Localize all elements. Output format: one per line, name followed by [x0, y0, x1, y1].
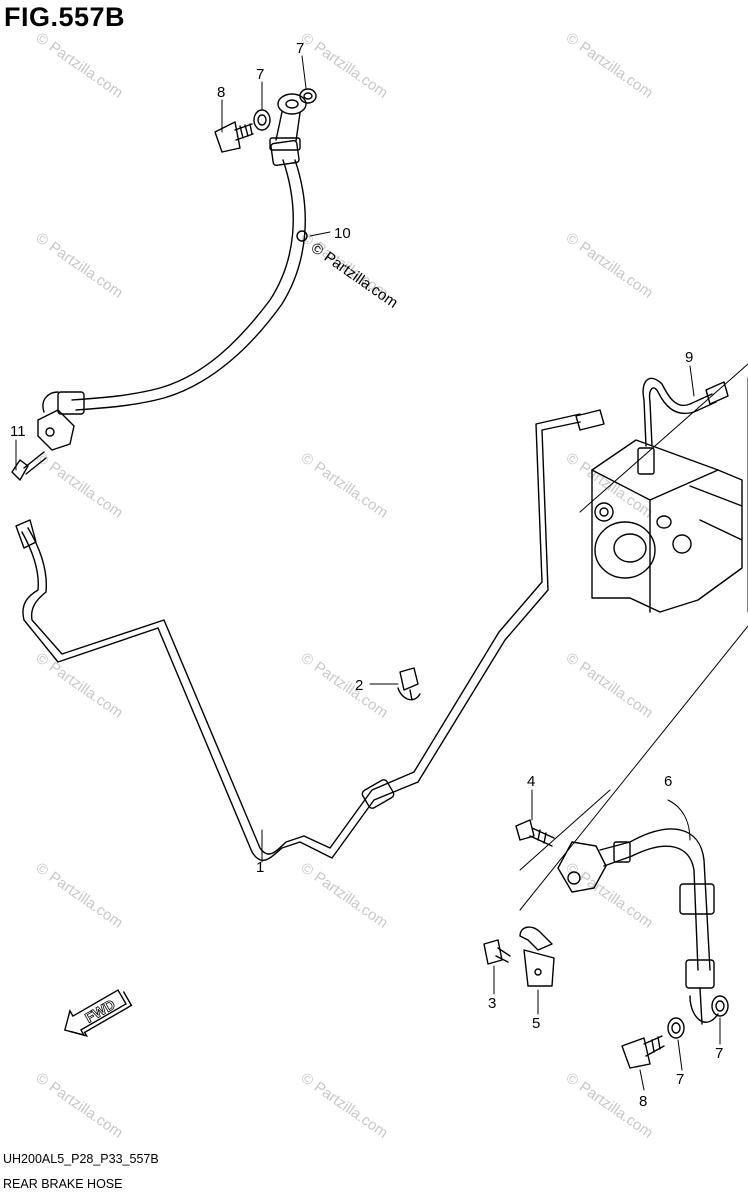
callout-6: 6	[664, 773, 672, 790]
grommet-clip	[397, 667, 421, 701]
callout-8: 8	[639, 1093, 647, 1110]
watermark-symbol: ©	[563, 29, 582, 49]
watermark-text: Partzilla.com	[46, 659, 126, 722]
figure-title: FIG.557B	[4, 2, 126, 32]
callout-5: 5	[532, 1015, 540, 1032]
banjo-bolt-top	[214, 121, 254, 153]
banjo-bolt-bottom	[621, 1035, 665, 1069]
clip-icon	[296, 230, 308, 242]
watermark-symbol: ©	[33, 859, 52, 879]
callout-8: 8	[217, 84, 225, 101]
watermark-text: Partzilla.com	[576, 659, 656, 722]
washer-icon	[667, 1017, 685, 1039]
washer-icon	[257, 114, 267, 126]
watermark-symbol: ©	[298, 649, 317, 669]
banjo-fitting-top	[269, 93, 307, 151]
callout-2: 2	[355, 677, 363, 694]
watermark-text: Partzilla.com	[576, 869, 656, 932]
brake-pipe	[15, 409, 605, 862]
watermark-symbol: ©	[298, 1069, 317, 1089]
detail-view-outline	[519, 363, 748, 911]
rear-brake-hose	[557, 828, 719, 1025]
leader-lines	[15, 55, 721, 1091]
callout-4: 4	[527, 773, 535, 790]
callout-9: 9	[685, 349, 693, 366]
washer-icon	[711, 995, 729, 1017]
watermark-text: Partzilla.com	[311, 1079, 391, 1142]
watermark-text: Partzilla.com	[311, 459, 391, 522]
abs-modulator-unit	[591, 439, 743, 613]
washer-icon	[671, 1022, 681, 1034]
callout-7: 7	[715, 1045, 723, 1062]
callout-7: 7	[296, 40, 304, 57]
watermark-text: Partzilla.com	[46, 1079, 126, 1142]
watermark-text: Partzilla.com	[576, 39, 656, 102]
watermark-symbol: ©	[563, 229, 582, 249]
watermark-symbol: ©	[298, 449, 317, 469]
washer-icon	[299, 88, 317, 104]
bracket-icon	[519, 926, 555, 987]
watermark-text: Partzilla.com	[46, 239, 126, 302]
callout-1: 1	[256, 859, 264, 876]
washer-icon	[253, 109, 271, 131]
figure-code: UH200AL5_P28_P33_557B	[3, 1152, 159, 1166]
washer-icon	[715, 1000, 725, 1012]
watermark-text: Partzilla.com	[46, 39, 126, 102]
callout-11: 11	[10, 423, 26, 440]
inline-watermark: © Partzilla.com	[308, 239, 401, 311]
washer-icon	[303, 92, 313, 100]
brake-pipe-abs	[642, 377, 729, 447]
watermark-symbol: ©	[563, 449, 582, 469]
watermark-text: Partzilla.com	[311, 869, 391, 932]
watermark-text: Partzilla.com	[576, 239, 656, 302]
watermark-text: Partzilla.com	[576, 459, 656, 522]
callout-10: 10	[334, 225, 351, 242]
figure-name: REAR BRAKE HOSE	[3, 1177, 123, 1191]
watermark-symbol: ©	[563, 649, 582, 669]
callout-labels: 8 7 7 10 11 9 2 1 4 6 3 5 8 7 7	[10, 40, 723, 1110]
watermark-text: Partzilla.com	[311, 659, 391, 722]
watermark-text: Partzilla.com	[311, 39, 391, 102]
watermark-symbol: ©	[298, 859, 317, 879]
callout-7: 7	[256, 66, 264, 83]
forward-direction-arrow: FWD	[63, 989, 133, 1037]
watermark-text: Partzilla.com	[46, 869, 126, 932]
callout-7: 7	[676, 1071, 684, 1088]
bolt-icon	[483, 939, 511, 965]
hose-bracket-left	[11, 391, 75, 481]
upper-brake-hose	[57, 139, 306, 415]
watermark-layer: ©Partzilla.com ©Partzilla.com ©Partzilla…	[33, 29, 656, 1141]
watermark-symbol: ©	[33, 229, 52, 249]
bolt-icon	[515, 819, 555, 847]
watermark-symbol: ©	[33, 649, 52, 669]
watermark-text: Partzilla.com	[321, 249, 401, 312]
watermark-symbol: ©	[33, 29, 52, 49]
watermark-symbol: ©	[33, 1069, 52, 1089]
watermark-symbol: ©	[563, 859, 582, 879]
watermark-text: Partzilla.com	[46, 459, 126, 522]
callout-3: 3	[488, 995, 496, 1012]
watermark-symbol: ©	[563, 1069, 582, 1089]
